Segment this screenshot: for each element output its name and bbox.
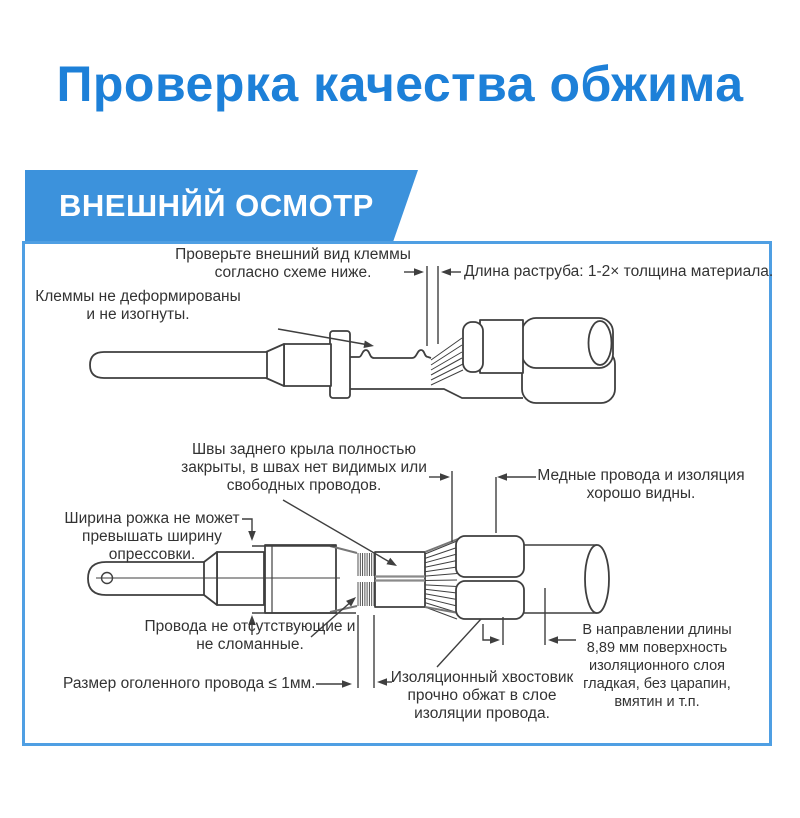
arrowhead-icon: [248, 615, 256, 625]
t2-seam: [375, 575, 425, 582]
note-line: согласно схеме ниже.: [214, 264, 372, 281]
note-line: гладкая, без царапин,: [583, 676, 731, 692]
terminal-2-drawing: [87, 535, 610, 620]
leader-insulation-tail: [436, 618, 482, 668]
t2-insulation-crimp-bottom: [455, 580, 525, 620]
diagram2-leaders: [242, 471, 576, 688]
note-smooth-surface: В направлении длины 8,89 мм поверхность из…: [582, 621, 731, 711]
content-frame: [22, 241, 772, 746]
arrowhead-icon: [414, 268, 424, 276]
arrowhead-icon: [548, 636, 558, 644]
leader-wires-diagonal: [310, 599, 354, 638]
note-line: Длина раструба: 1-2× толщина материала.: [464, 263, 774, 280]
arrowhead-icon: [441, 268, 451, 276]
t1-wire-strands: [430, 337, 464, 386]
note-line: Проверьте внешний вид клеммы: [175, 246, 411, 263]
note-line: вмятин и т.п.: [614, 694, 700, 710]
diagram1-leaders: [277, 266, 461, 349]
t2-wire-outline: [524, 544, 597, 614]
arrowhead-icon: [490, 636, 500, 644]
arrowhead-icon: [248, 531, 256, 541]
t1-cone: [265, 343, 285, 387]
arrowhead-icon: [497, 473, 507, 481]
note-line: и не изогнуты.: [86, 306, 190, 323]
note-line: свободных проводов.: [226, 477, 382, 494]
arrowhead-icon: [440, 473, 450, 481]
page-title: Проверка качества обжима: [56, 56, 744, 112]
t1-wire-barrel: [479, 319, 524, 374]
t1-barrel-end-face: [587, 320, 613, 366]
note-line: прочно обжат в слое: [407, 687, 557, 704]
note-line: В направлении длины: [582, 622, 732, 638]
note-flare-length: Длина раструба: 1-2× толщина материала.: [464, 263, 773, 281]
t1-pin: [89, 351, 268, 379]
note-line: хорошо видны.: [586, 485, 696, 502]
t2-insulation-crimp-top: [455, 535, 525, 578]
t1-barrel-mouth: [462, 321, 484, 373]
note-line: изоляции провода.: [414, 705, 550, 722]
note-line: Размер оголенного провода ≤ 1мм.: [63, 675, 316, 692]
t2-wire-strands-fan: [424, 540, 458, 620]
note-line: превышать ширину: [82, 528, 222, 545]
section-banner: ВНЕШНЙЙ ОСМОТР: [25, 170, 418, 242]
note-bare-wire: Размер оголенного провода ≤ 1мм.: [63, 675, 315, 693]
leader-not-deformed: [277, 328, 370, 346]
note-line: не сломанные.: [196, 636, 304, 653]
note-line: изоляционного слоя: [588, 658, 726, 674]
note-line: закрыты, в швах нет видимых или: [181, 459, 427, 476]
note-line: Клеммы не деформированы: [35, 288, 241, 305]
leader-horn-elbow: [242, 518, 253, 535]
arrowhead-icon: [377, 678, 387, 686]
note-line: 8,89 мм поверхность: [586, 640, 728, 656]
arrowhead-icon: [386, 557, 397, 566]
note-line: Ширина рожка не может: [64, 510, 240, 527]
note-line: Изоляционный хвостовик: [390, 669, 574, 686]
t2-wire-end-face: [584, 544, 610, 614]
arrowhead-icon: [342, 680, 352, 688]
note-line: Провода не отсутствующие и: [144, 618, 356, 635]
leader-seams: [282, 499, 394, 565]
t1-neck-top: [350, 349, 432, 359]
note-line: опрессовки.: [108, 546, 196, 563]
section-banner-label: ВНЕШНЙЙ ОСМОТР: [59, 188, 374, 223]
t1-body-cylinder: [283, 343, 332, 387]
note-line: Швы заднего крыла полностью: [191, 441, 417, 458]
arrowhead-icon: [363, 340, 374, 349]
t2-horn-section: [264, 544, 337, 614]
note-line: Медные провода и изоляция: [537, 467, 745, 484]
t1-neck-bottom: [350, 388, 523, 399]
terminal-1-drawing: [89, 317, 616, 404]
dim-elbow: [482, 624, 493, 641]
arrowhead-icon: [346, 597, 356, 607]
t2-serration-ticks: [357, 553, 375, 606]
